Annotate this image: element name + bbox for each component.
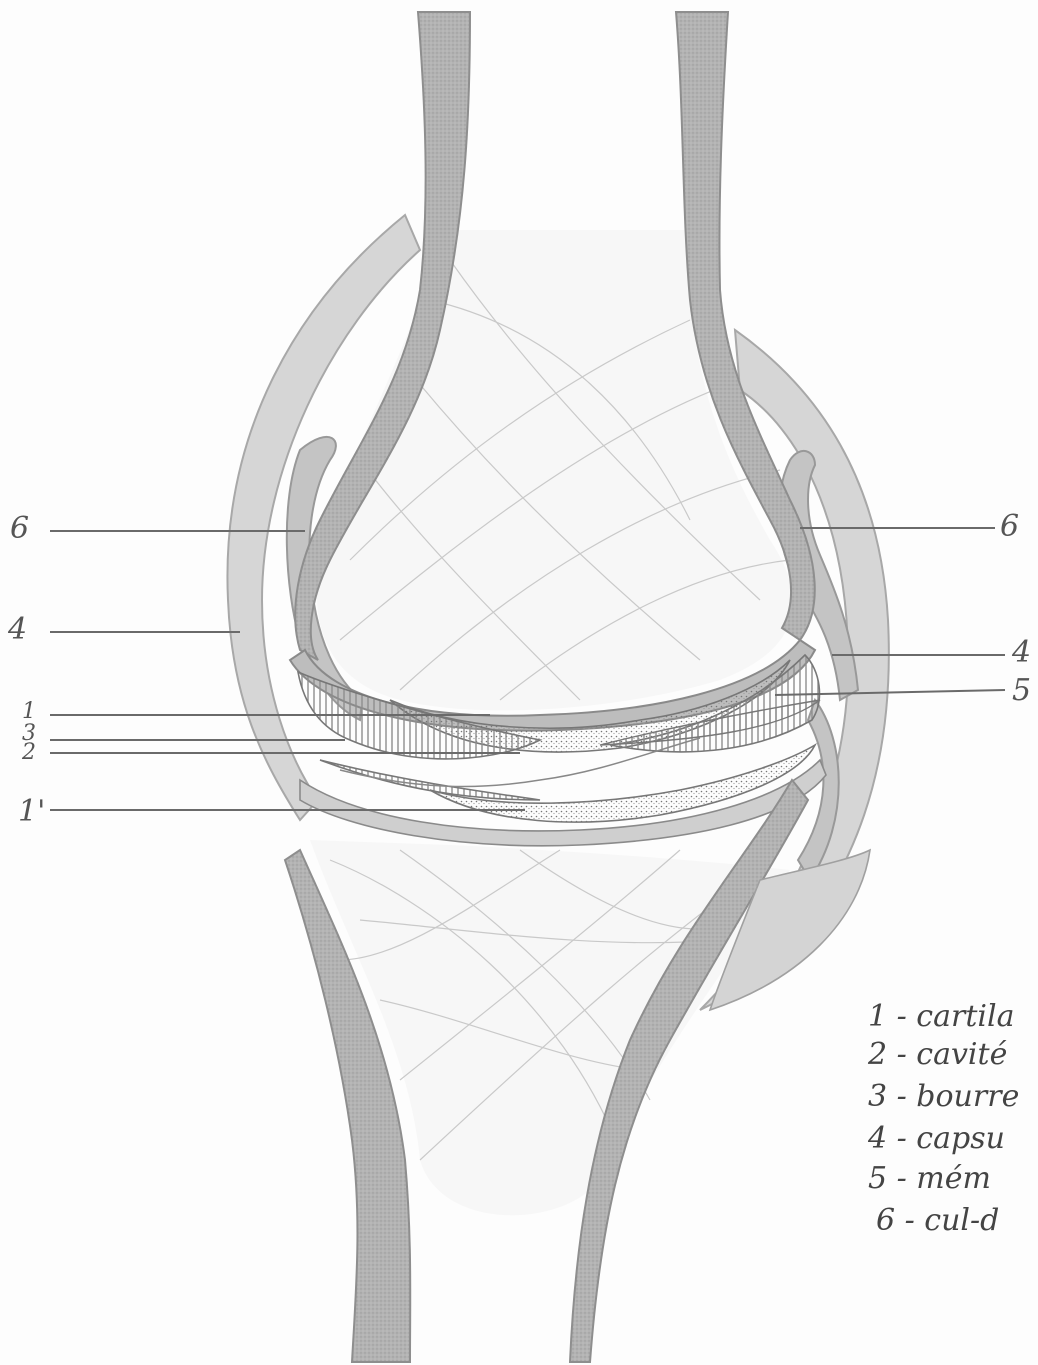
- legend-item: 1 - cartila: [868, 1000, 1014, 1034]
- label-right-4: 4: [1012, 638, 1031, 668]
- label-left-2: 2: [22, 738, 36, 768]
- bourrelet-left-lower: [320, 760, 540, 800]
- legend-item: 4 - capsu: [868, 1122, 1005, 1156]
- label-right-6: 6: [1000, 512, 1019, 542]
- legend-item: 6 - cul-d: [876, 1204, 999, 1238]
- legend-item: 5 - mém: [868, 1162, 991, 1196]
- label-left-6: 6: [10, 514, 29, 544]
- legend-item: 2 - cavité: [868, 1038, 1007, 1072]
- label-right-5: 5: [1012, 676, 1031, 706]
- label-left-1-prime: 1': [18, 797, 45, 827]
- label-left-4: 4: [8, 615, 27, 645]
- legend-item: 3 - bourre: [868, 1080, 1019, 1114]
